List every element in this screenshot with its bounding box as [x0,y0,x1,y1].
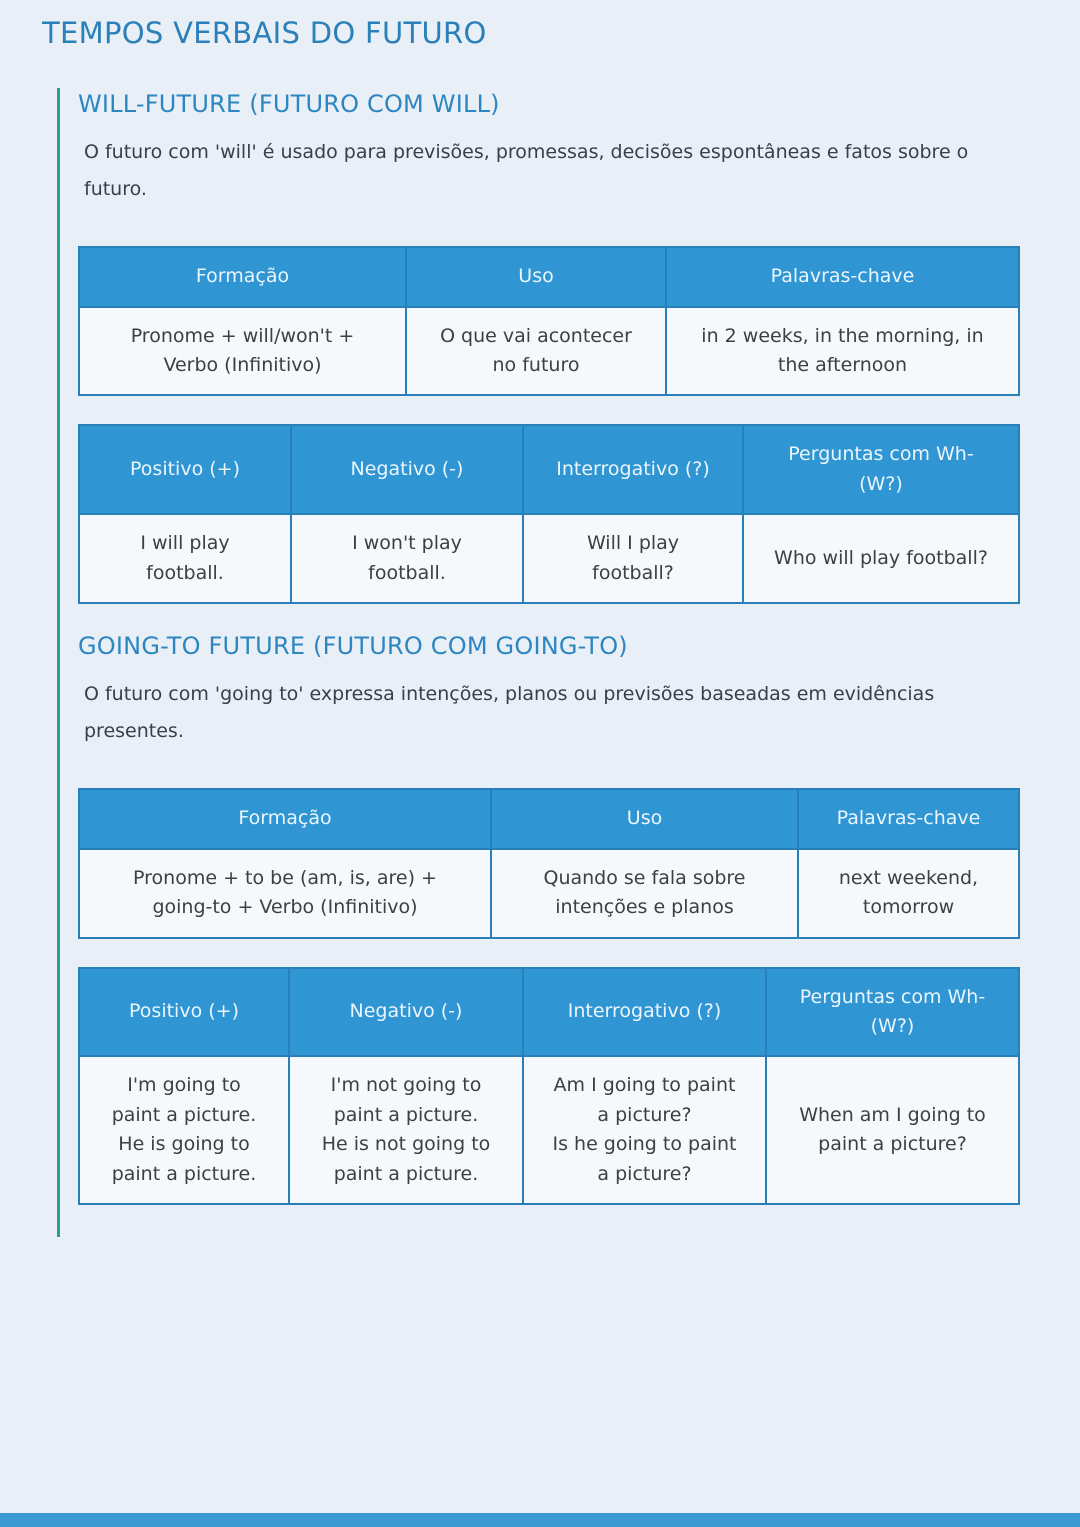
table-header-cell: Formação [78,788,492,850]
table-cell: I'm going to paint a picture. He is goin… [78,1055,290,1206]
table-row: Pronome + to be (am, is, are) + going-to… [78,847,1020,939]
table-header-cell: Palavras-chave [665,246,1020,308]
table-cell: Who will play football? [742,513,1020,605]
page-title: TEMPOS VERBAIS DO FUTURO [42,16,487,50]
going-to-formation-table: Formação Uso Palavras-chave Pronome + to… [78,788,1020,939]
will-future-description: O futuro com 'will' é usado para previsõ… [84,141,969,201]
table-header-cell: Perguntas com Wh- (W?) [742,424,1020,516]
table-header-row: Positivo (+) Negativo (-) Interrogativo … [78,966,1020,1058]
going-to-forms-table: Positivo (+) Negativo (-) Interrogativo … [78,966,1020,1206]
table-row: I'm going to paint a picture. He is goin… [78,1055,1020,1206]
table-cell: Pronome + to be (am, is, are) + going-to… [78,847,492,939]
table-cell: Pronome + will/won't + Verbo (Infinitivo… [78,305,407,397]
table-header-cell: Uso [405,246,667,308]
will-future-heading: WILL-FUTURE (FUTURO COM WILL) [78,90,500,118]
table-cell: Quando se fala sobre intenções e planos [490,847,799,939]
table-header-cell: Interrogativo (?) [522,966,767,1058]
content-block: WILL-FUTURE (FUTURO COM WILL) O futuro c… [57,88,1020,1238]
table-cell: Am I going to paint a picture? Is he goi… [522,1055,767,1206]
table-row: Pronome + will/won't + Verbo (Infinitivo… [78,305,1020,397]
table-cell: I will play football. [78,513,292,605]
section-will-future: WILL-FUTURE (FUTURO COM WILL) O futuro c… [78,90,1020,605]
table-cell: next weekend, tomorrow [797,847,1020,939]
table-cell: I won't play football. [290,513,524,605]
table-cell: in 2 weeks, in the morning, in the after… [665,305,1020,397]
table-cell: Will I play football? [522,513,744,605]
will-forms-table: Positivo (+) Negativo (-) Interrogativo … [78,424,1020,605]
table-cell: I'm not going to paint a picture. He is … [288,1055,524,1206]
table-header-cell: Negativo (-) [290,424,524,516]
section-going-to-future: GOING-TO FUTURE (FUTURO COM GOING-TO) O … [78,632,1020,1206]
table-header-cell: Interrogativo (?) [522,424,744,516]
table-header-row: Positivo (+) Negativo (-) Interrogativo … [78,424,1020,516]
table-header-cell: Formação [78,246,407,308]
table-header-cell: Negativo (-) [288,966,524,1058]
table-cell: O que vai acontecer no futuro [405,305,667,397]
table-header-cell: Palavras-chave [797,788,1020,850]
table-header-row: Formação Uso Palavras-chave [78,246,1020,308]
table-header-cell: Positivo (+) [78,424,292,516]
table-header-cell: Perguntas com Wh- (W?) [765,966,1020,1058]
table-cell: When am I going to paint a picture? [765,1055,1020,1206]
bottom-accent-bar [0,1513,1080,1527]
table-header-cell: Uso [490,788,799,850]
table-header-row: Formação Uso Palavras-chave [78,788,1020,850]
table-header-cell: Positivo (+) [78,966,290,1058]
will-formation-table: Formação Uso Palavras-chave Pronome + wi… [78,246,1020,397]
going-to-future-description: O futuro com 'going to' expressa intençõ… [84,683,935,743]
table-row: I will play football. I won't play footb… [78,513,1020,605]
going-to-future-heading: GOING-TO FUTURE (FUTURO COM GOING-TO) [78,632,628,661]
